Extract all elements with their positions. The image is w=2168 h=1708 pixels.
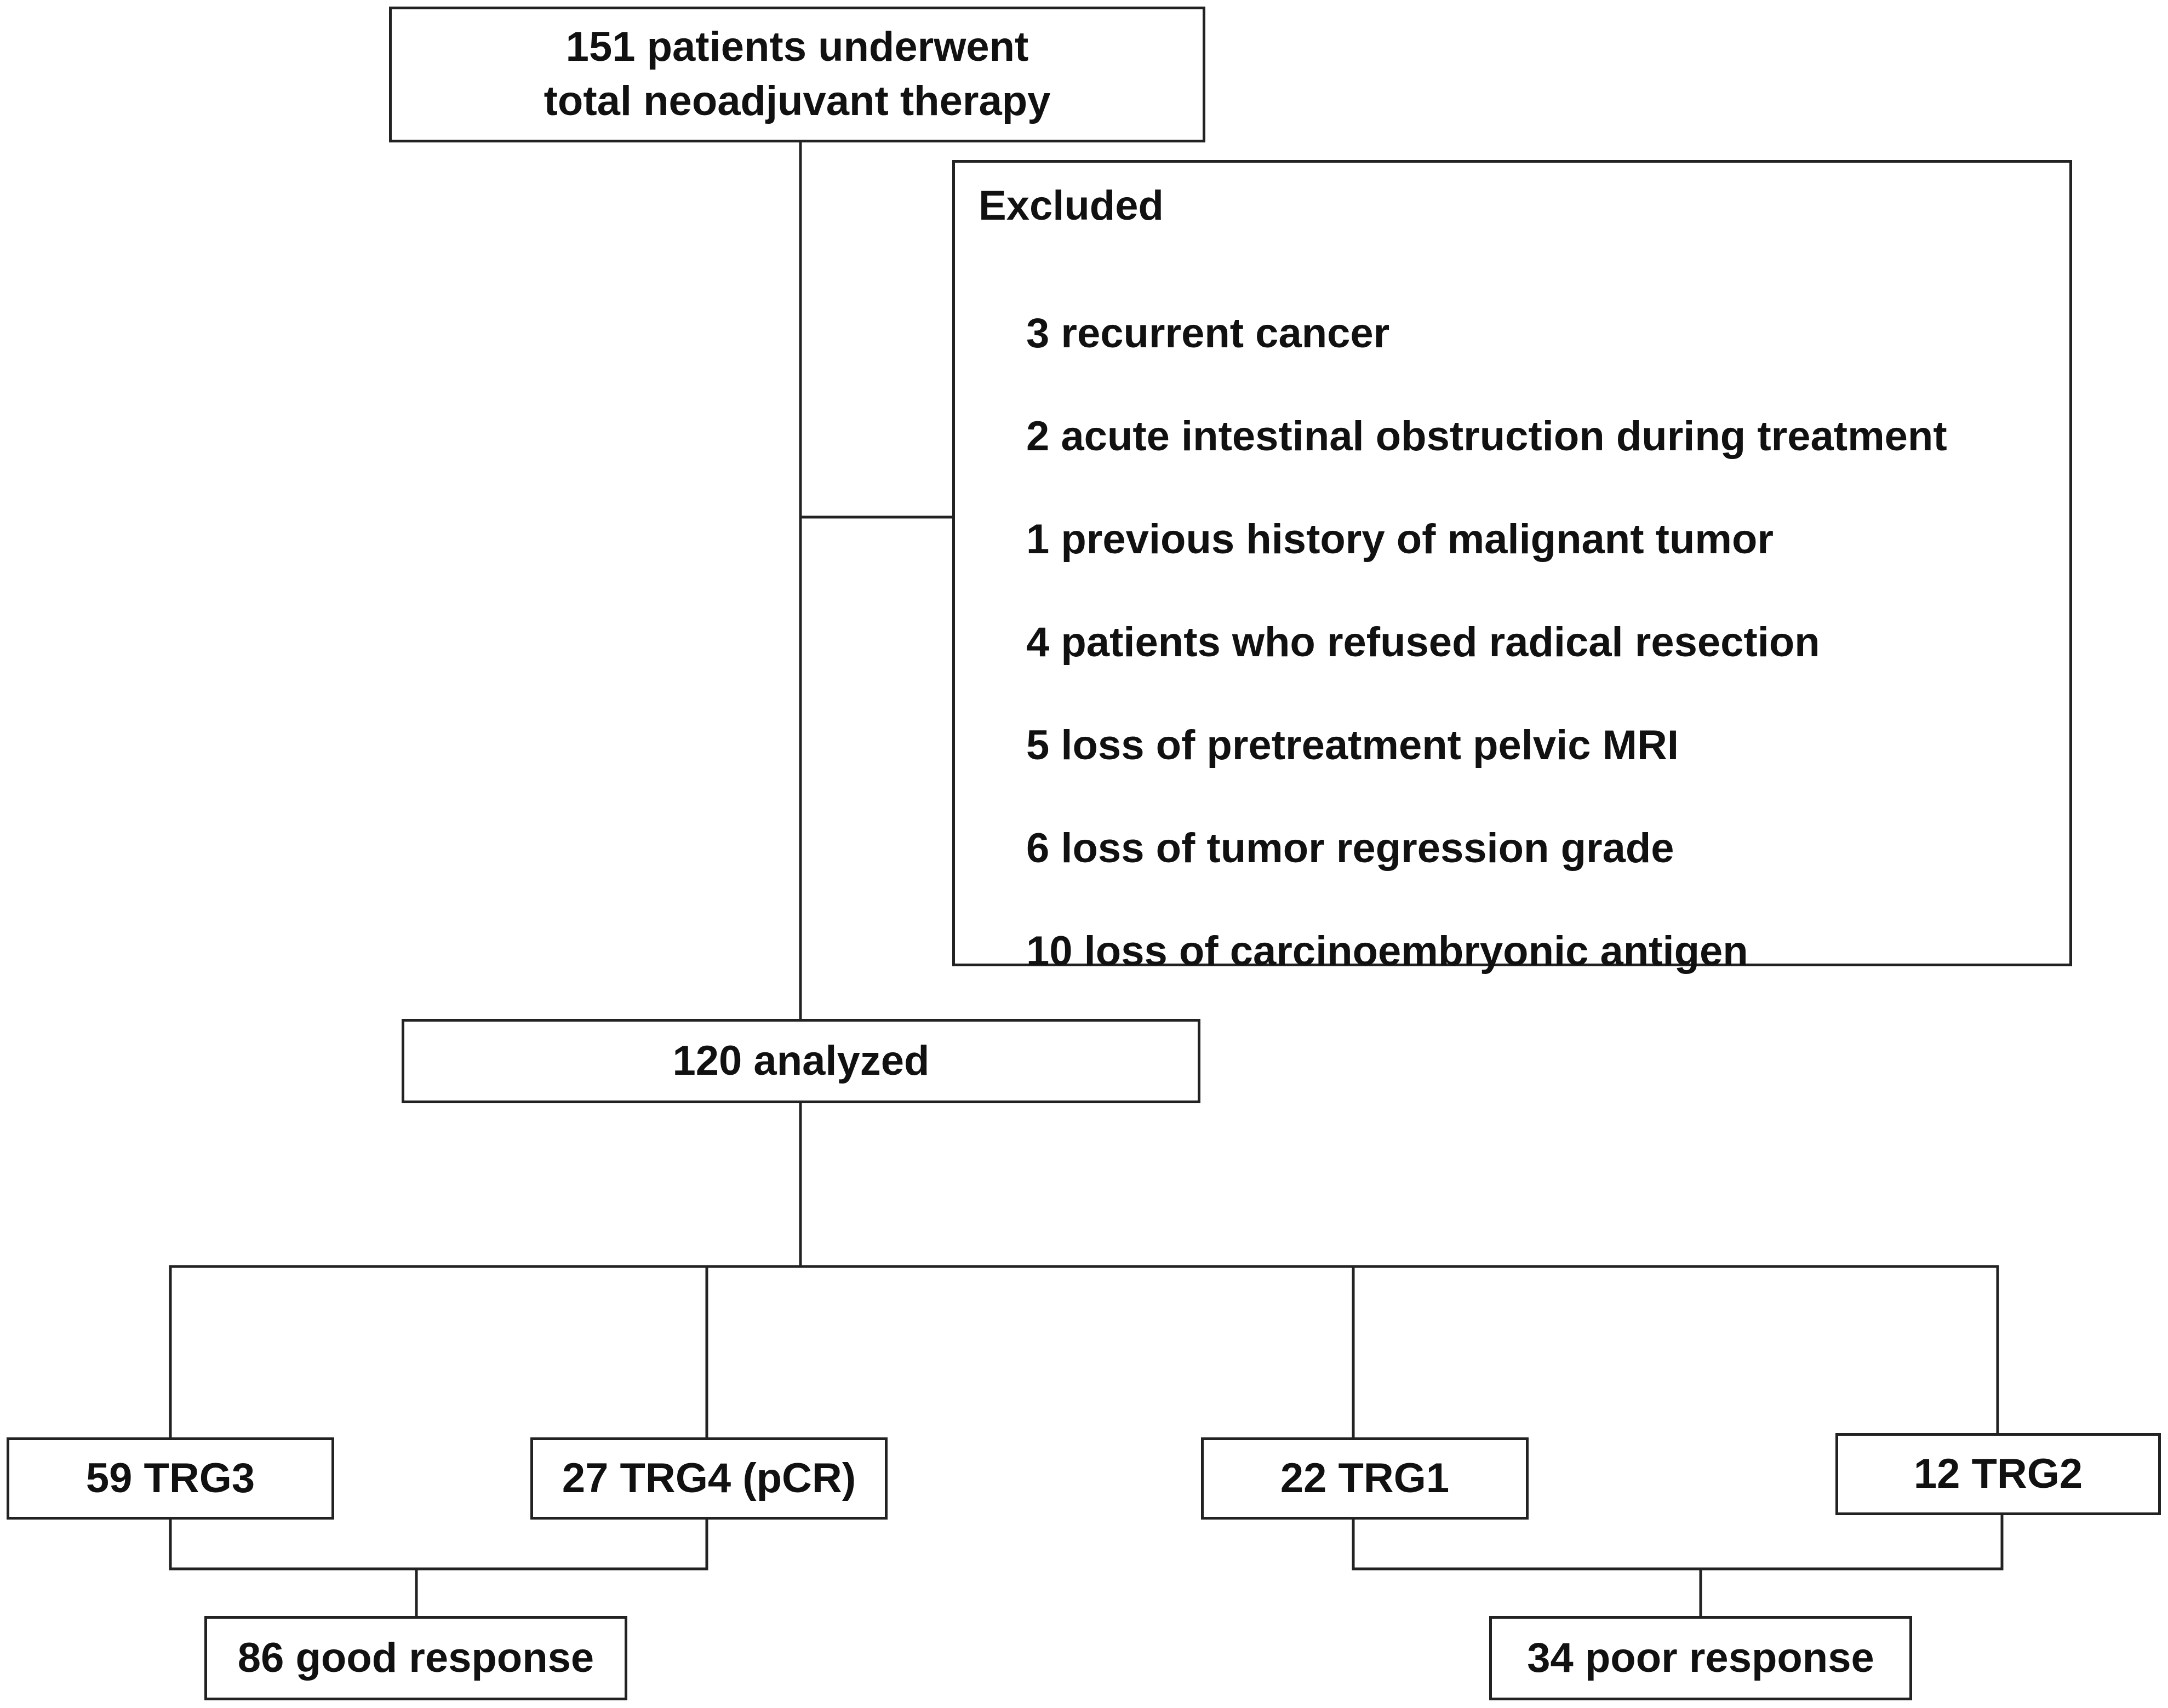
excluded-title: Excluded: [979, 182, 1164, 229]
connector-poor-merge: [1352, 1514, 2004, 1571]
excluded-box: Excluded 3 recurrent cancer 2 acute inte…: [952, 160, 2072, 975]
trg4-box: 27 TRG4 (pCR): [530, 1437, 888, 1520]
trg3-box: 59 TRG3: [7, 1437, 334, 1520]
enrollment-box: 151 patients underwent total neoadjuvant…: [389, 7, 1205, 142]
excluded-item: 3 recurrent cancer: [1026, 310, 1390, 357]
good-response-box: 86 good response: [204, 1616, 627, 1700]
excluded-item: 6 loss of tumor regression grade: [1026, 825, 1674, 872]
trg2-box: 12 TRG2: [1835, 1433, 2161, 1515]
excluded-item: 5 loss of pretreatment pelvic MRI: [1026, 722, 1679, 769]
analyzed-box: 120 analyzed: [402, 1019, 1200, 1103]
excluded-item: 2 acute intestinal obstruction during tr…: [1026, 413, 1947, 460]
connector-good-merge: [169, 1518, 708, 1571]
excluded-item: 10 loss of carcinoembryonic antigen: [1026, 928, 1748, 975]
excluded-item: 1 previous history of malignant tumor: [1026, 516, 1774, 563]
poor-response-box: 34 poor response: [1489, 1616, 1912, 1700]
enrollment-line-1: 151 patients underwent: [565, 24, 1029, 71]
enrollment-line-2: total neoadjuvant therapy: [544, 78, 1051, 124]
excluded-list: 3 recurrent cancer 2 acute intestinal ob…: [1026, 282, 1947, 1003]
excluded-item: 4 patients who refused radical resection: [1026, 619, 1820, 666]
trg1-box: 22 TRG1: [1201, 1437, 1529, 1520]
